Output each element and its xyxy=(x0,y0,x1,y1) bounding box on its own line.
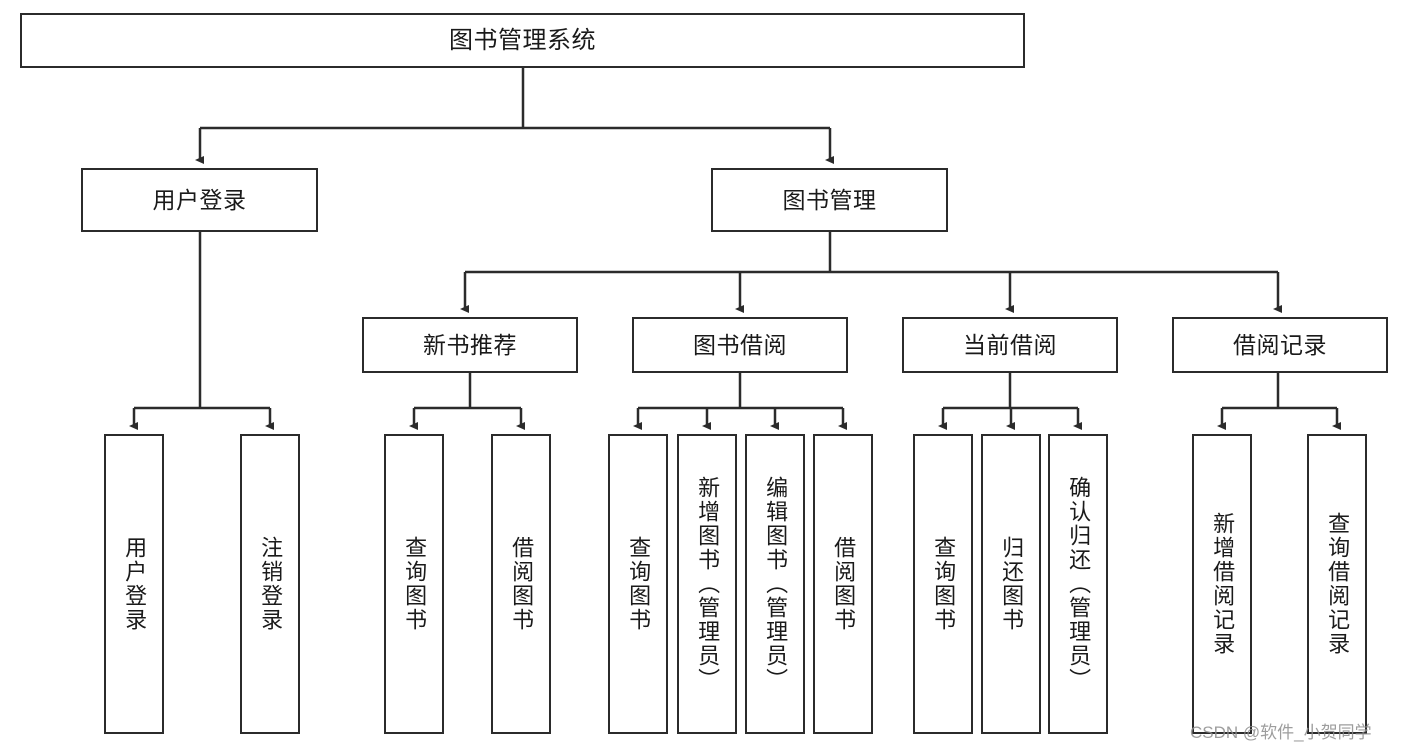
node-book-borrow-label: 图书借阅 xyxy=(693,331,787,358)
node-leaf-user-login[interactable]: 用户登录 xyxy=(104,434,164,734)
node-leaf-query-book-2-label: 查询图书 xyxy=(626,536,652,632)
csdn-watermark: CSDN @软件_小贺同学 xyxy=(1190,723,1372,742)
node-leaf-add-borrow-record[interactable]: 新增借阅记录 xyxy=(1192,434,1252,734)
node-book-management[interactable]: 图书管理 xyxy=(711,168,948,232)
node-new-book-recommend-label: 新书推荐 xyxy=(423,331,517,358)
node-new-book-recommend[interactable]: 新书推荐 xyxy=(362,317,578,373)
node-current-borrow-label: 当前借阅 xyxy=(963,331,1057,358)
node-leaf-query-borrow-record-label: 查询借阅记录 xyxy=(1325,512,1351,656)
node-leaf-borrow-book-2-label: 借阅图书 xyxy=(831,536,857,632)
node-leaf-confirm-return-admin-label: 确认归还（管理员） xyxy=(1066,476,1092,692)
node-leaf-borrow-book-2[interactable]: 借阅图书 xyxy=(813,434,873,734)
node-leaf-confirm-return-admin[interactable]: 确认归还（管理员） xyxy=(1048,434,1108,734)
node-leaf-return-book[interactable]: 归还图书 xyxy=(981,434,1041,734)
node-leaf-query-book-1[interactable]: 查询图书 xyxy=(384,434,444,734)
node-leaf-return-book-label: 归还图书 xyxy=(999,536,1025,632)
node-leaf-query-borrow-record[interactable]: 查询借阅记录 xyxy=(1307,434,1367,734)
node-leaf-query-book-1-label: 查询图书 xyxy=(402,536,428,632)
node-user-login-label: 用户登录 xyxy=(152,186,247,213)
node-leaf-user-login-label: 用户登录 xyxy=(122,536,148,632)
node-leaf-borrow-book-1-label: 借阅图书 xyxy=(509,536,535,632)
node-root-label: 图书管理系统 xyxy=(449,26,596,54)
node-leaf-query-book-2[interactable]: 查询图书 xyxy=(608,434,668,734)
node-leaf-edit-book-admin[interactable]: 编辑图书（管理员） xyxy=(745,434,805,734)
node-user-login[interactable]: 用户登录 xyxy=(81,168,318,232)
node-leaf-query-book-3-label: 查询图书 xyxy=(931,536,957,632)
node-current-borrow[interactable]: 当前借阅 xyxy=(902,317,1118,373)
node-borrow-record-label: 借阅记录 xyxy=(1233,331,1327,358)
node-leaf-logout-login-label: 注销登录 xyxy=(258,536,284,632)
node-book-borrow[interactable]: 图书借阅 xyxy=(632,317,848,373)
node-root[interactable]: 图书管理系统 xyxy=(20,13,1025,68)
node-leaf-add-borrow-record-label: 新增借阅记录 xyxy=(1210,512,1236,656)
node-leaf-borrow-book-1[interactable]: 借阅图书 xyxy=(491,434,551,734)
node-leaf-query-book-3[interactable]: 查询图书 xyxy=(913,434,973,734)
node-leaf-edit-book-admin-label: 编辑图书（管理员） xyxy=(763,476,789,692)
node-leaf-logout-login[interactable]: 注销登录 xyxy=(240,434,300,734)
node-book-management-label: 图书管理 xyxy=(782,186,877,213)
node-leaf-add-book-admin[interactable]: 新增图书（管理员） xyxy=(677,434,737,734)
node-borrow-record[interactable]: 借阅记录 xyxy=(1172,317,1388,373)
node-leaf-add-book-admin-label: 新增图书（管理员） xyxy=(695,476,721,692)
